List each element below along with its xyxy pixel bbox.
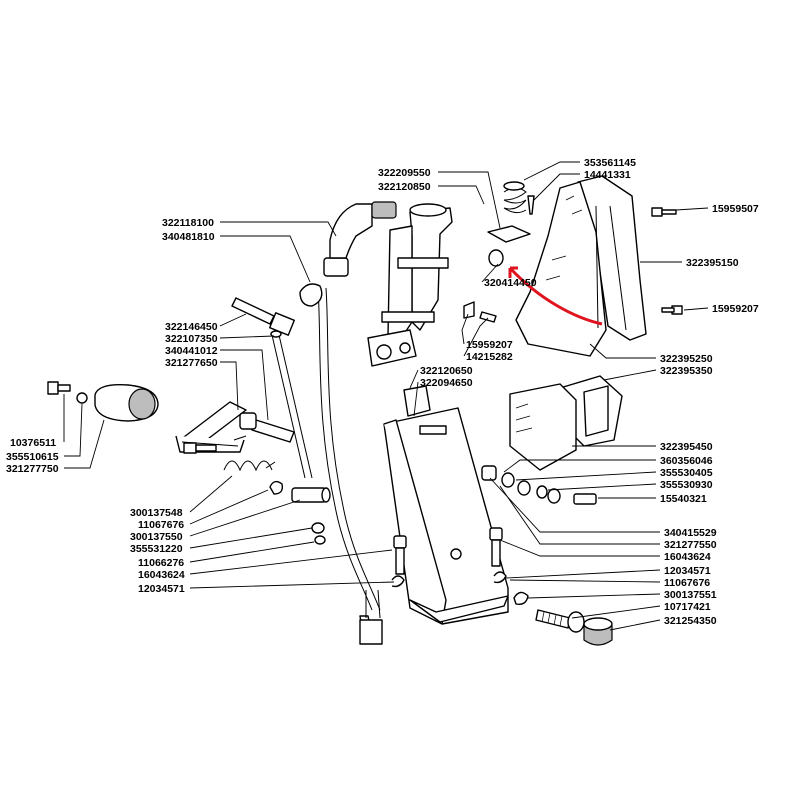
- part-label: 11066276: [138, 557, 184, 569]
- ring-clip-340481810-drawing: [299, 283, 323, 307]
- pad-322209550-drawing: [487, 225, 531, 243]
- pedal-column-322094650-drawing: [383, 385, 509, 625]
- part-label: 355510615: [6, 451, 59, 463]
- washers-left-drawing: [311, 522, 326, 545]
- part-label: 322395350: [660, 365, 713, 377]
- nut-15959207-drawing: [463, 301, 497, 323]
- spring-pin-10717421-drawing: [535, 609, 585, 633]
- part-label: 15959207: [466, 339, 513, 351]
- part-label: 322395150: [686, 257, 739, 269]
- part-label: 322107350: [165, 333, 218, 345]
- part-label: 322094650: [420, 377, 473, 389]
- cap-nut-drawing: [488, 249, 504, 267]
- highlight-arrow: [508, 266, 603, 326]
- bolt-321277650-drawing: [239, 412, 295, 443]
- part-label: 300137550: [130, 531, 183, 543]
- part-label: 321277550: [664, 539, 717, 551]
- part-label: 353561145: [584, 157, 636, 169]
- part-label: 322118100: [162, 217, 214, 229]
- part-label: 11067676: [664, 577, 710, 589]
- part-label: 12034571: [138, 583, 185, 595]
- part-label: 10376511: [10, 437, 56, 449]
- parts-drawing: [47, 175, 683, 646]
- part-label: 321277650: [165, 357, 218, 369]
- part-label: 355530930: [660, 479, 713, 491]
- screw-14441331-drawing: [527, 195, 535, 215]
- part-label: 321254350: [664, 615, 717, 627]
- part-label: 16043624: [138, 569, 185, 581]
- cover-322395450-drawing: [509, 383, 577, 471]
- part-label: 14215282: [466, 351, 513, 363]
- part-label: 15959507: [712, 203, 759, 215]
- part-label: 355530405: [660, 467, 713, 479]
- pin-322146450-drawing: [231, 297, 295, 336]
- part-label: 355531220: [130, 543, 183, 555]
- small-bolt-drawing: [183, 442, 217, 454]
- part-label: 340415529: [664, 527, 717, 539]
- part-label: 16043624: [664, 551, 711, 563]
- bushing-11067676-drawing: [291, 487, 331, 503]
- cable-assembly-drawing: [317, 201, 397, 645]
- part-label: 340441012: [165, 345, 218, 357]
- part-label: 300137551: [664, 589, 717, 601]
- bolt-16043624-right-drawing: [489, 527, 503, 567]
- part-label: 322120650: [420, 365, 473, 377]
- screw-10376511-drawing: [47, 381, 88, 404]
- clip-12034571-drawing: [391, 571, 507, 588]
- rubber-cap-drawing: [94, 384, 159, 422]
- spring-353561145-drawing: [503, 181, 527, 214]
- part-label: 322395250: [660, 353, 713, 365]
- part-label: 320414450: [484, 277, 537, 289]
- part-label: 322395450: [660, 441, 713, 453]
- leader-lines: [63, 161, 709, 631]
- pedal-cover-322395150-drawing: [515, 175, 647, 357]
- washers-right-drawing: [481, 465, 597, 505]
- part-label: 360356046: [660, 455, 713, 467]
- rod-322107350-drawing: [270, 330, 313, 479]
- spring-drawing: [223, 435, 276, 472]
- knob-321254350-drawing: [583, 617, 613, 646]
- screws-15959507-drawing: [651, 207, 683, 315]
- part-label: 300137548: [130, 507, 183, 519]
- part-label: 340481810: [162, 231, 215, 243]
- part-label: 15959207: [712, 303, 759, 315]
- part-label: 11067676: [138, 519, 184, 531]
- part-label: 322209550: [378, 167, 431, 179]
- part-label: 15540321: [660, 493, 707, 505]
- part-label: 322120850: [378, 181, 431, 193]
- part-label: 321277750: [6, 463, 59, 475]
- part-label: 14441331: [584, 169, 631, 181]
- clip-300137548-drawing: [269, 480, 284, 495]
- part-label: 12034571: [664, 565, 711, 577]
- part-labels: 322209550 322120850 353561145 14441331 1…: [6, 157, 759, 627]
- part-label: 10717421: [664, 601, 711, 613]
- part-label: 322146450: [165, 321, 218, 333]
- clip-300137551-drawing: [513, 591, 529, 606]
- pedal-bracket-322120850-drawing: [367, 203, 453, 367]
- bolt-16043624-left-drawing: [393, 535, 407, 575]
